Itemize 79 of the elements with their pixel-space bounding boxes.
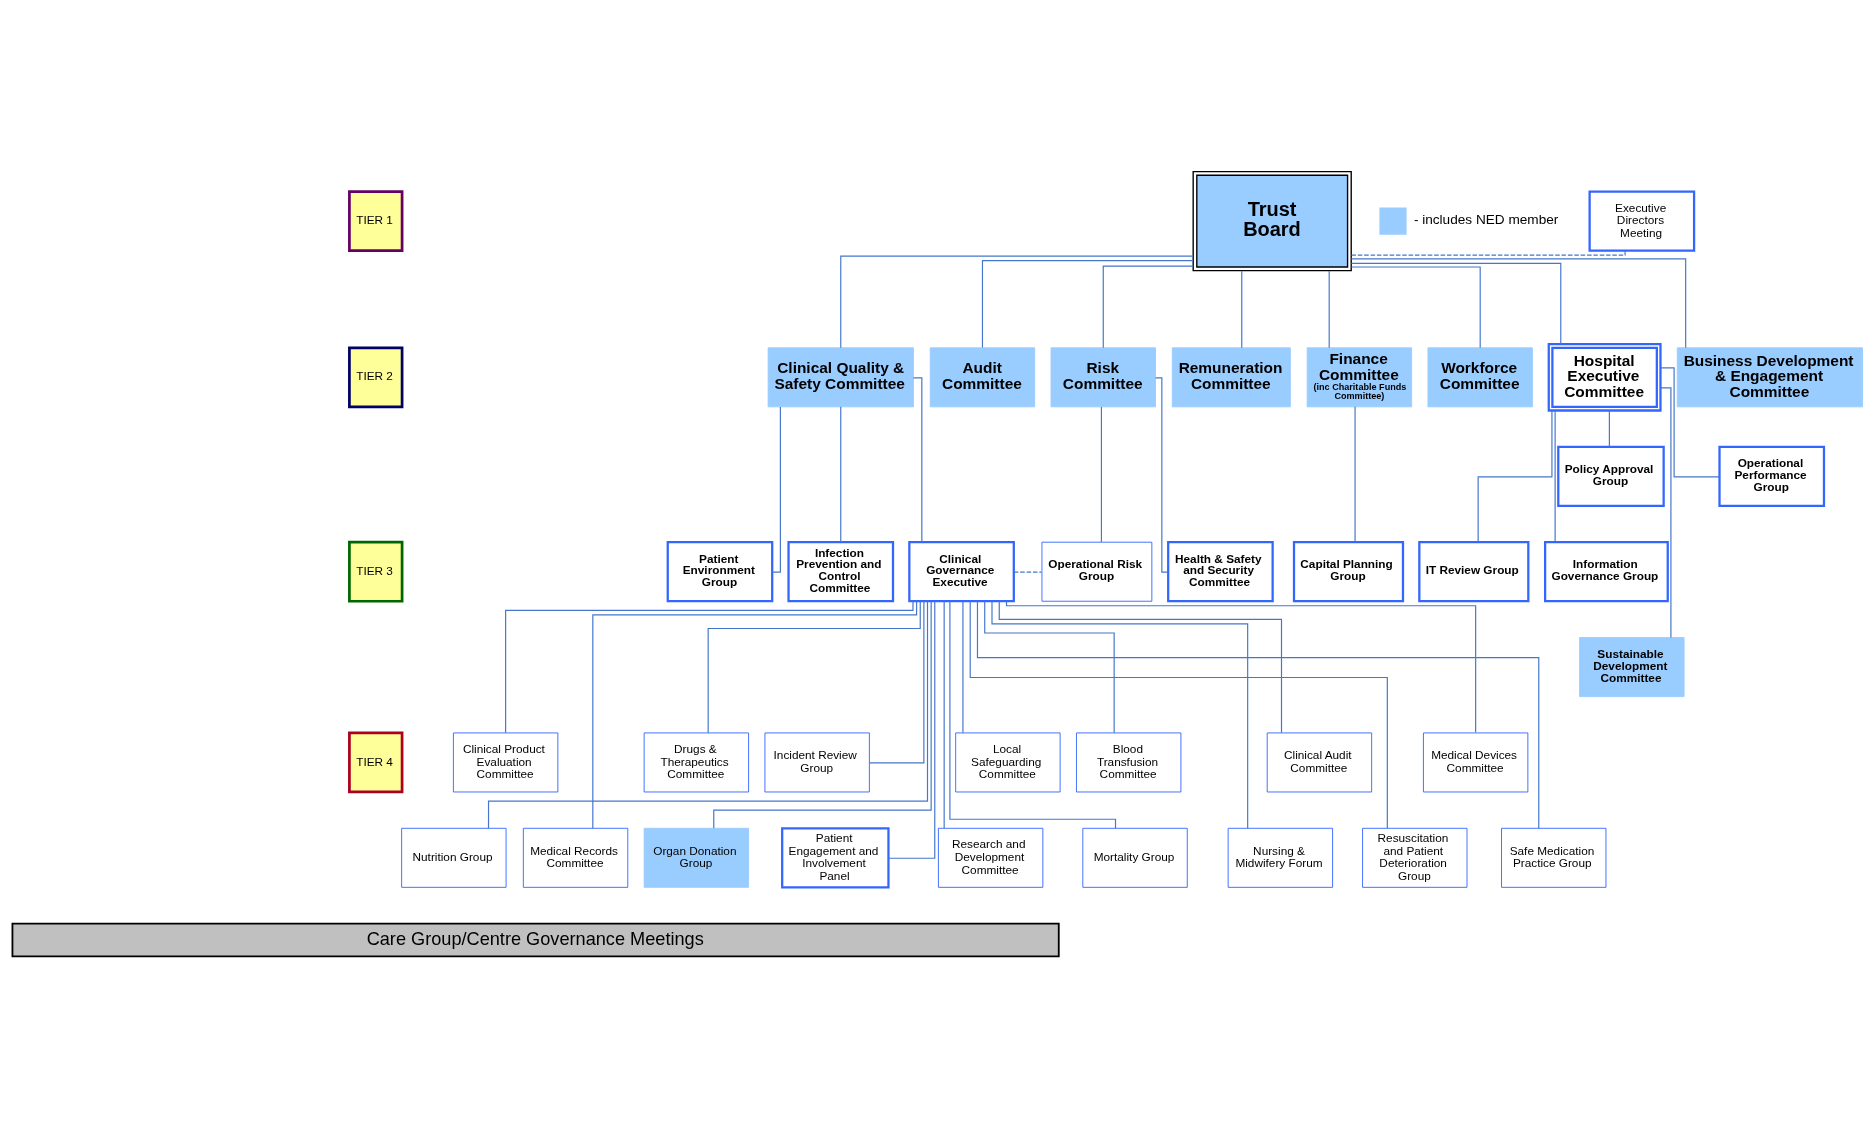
connector: [840, 255, 1194, 348]
connector: [713, 600, 932, 829]
connector: [943, 600, 945, 829]
connector: [1102, 265, 1194, 348]
node-box: Incident Review Group: [764, 732, 870, 792]
connector: [1350, 265, 1481, 348]
connector: [592, 600, 918, 829]
connector: [998, 600, 1283, 733]
connector: [1659, 386, 1672, 638]
node-box: Capital Planning Group: [1292, 540, 1405, 602]
node-box: Nutrition Group: [401, 827, 507, 888]
node-box: Patient Environment Group: [666, 540, 774, 602]
node-box: Blood Transfusion Committee: [1076, 732, 1182, 792]
node-box: Medical Devices Committee: [1422, 732, 1529, 792]
node-box: Patient Engagement and Involvement Panel: [781, 826, 890, 888]
node-box: Remuneration Committee: [1171, 346, 1291, 407]
connector: [869, 600, 925, 763]
node-box: Workforce Committee: [1427, 346, 1533, 407]
node-box: TIER 4: [348, 731, 404, 793]
node-box: Infection Prevention and Control Committee: [787, 540, 895, 602]
node-box: Research and Development Committee: [937, 827, 1044, 888]
node-box: Information Governance Group: [1544, 540, 1669, 602]
node-box: Nursing & Midwifery Forum: [1227, 827, 1334, 888]
connector: [1477, 409, 1553, 543]
connector: [1350, 257, 1687, 348]
connector: [991, 600, 1249, 829]
connector: [1013, 571, 1043, 573]
node-box: Executive Directors Meeting: [1588, 189, 1696, 252]
connector: [887, 600, 936, 859]
connector: [1608, 409, 1610, 447]
connector: [505, 600, 914, 733]
node-box: Clinical Audit Committee: [1266, 732, 1373, 792]
connector: [1100, 405, 1103, 542]
node-box: Drugs & Therapeutics Committee: [643, 732, 750, 792]
connector: [1241, 269, 1243, 348]
connector: [1354, 405, 1356, 542]
connector: [1155, 376, 1169, 573]
node-box: Organ Donation Group: [643, 827, 750, 888]
node-box: Clinical Product Evaluation Committee: [452, 732, 559, 792]
node-box: IT Review Group: [1418, 540, 1530, 602]
connector: [1350, 262, 1562, 345]
connector: [771, 405, 781, 573]
node-box: TIER 2: [348, 345, 404, 408]
connector: [912, 376, 923, 542]
connector: [1660, 366, 1721, 477]
node-box: Sustainable Development Committee: [1579, 636, 1685, 697]
node-box: Safe Medication Practice Group: [1501, 827, 1607, 888]
node-box: Medical Records Committee: [522, 827, 629, 888]
node-box: Risk Committee: [1050, 346, 1156, 407]
connector: [1350, 249, 1626, 256]
connector: [487, 600, 929, 829]
connector: [707, 600, 921, 733]
node-box: Audit Committee: [929, 346, 1036, 407]
connector: [840, 405, 842, 542]
node-box: Finance Committee (inc Charitable Funds Committee): [1306, 346, 1413, 407]
node-box: Health & Safety and Security Committee: [1167, 540, 1274, 602]
node-box: Resuscitation and Patient Deterioration Group: [1362, 827, 1468, 888]
node-box: Hospital Executive Committee: [1547, 342, 1662, 412]
node-box: Local Safeguarding Committee: [955, 732, 1061, 792]
connector: [976, 600, 1540, 829]
node-box: Mortality Group: [1082, 827, 1188, 888]
node-box: Clinical Governance Executive: [908, 540, 1015, 602]
connector: [984, 600, 1115, 733]
connector: [981, 259, 1194, 348]
node-box: Policy Approval Group: [1557, 445, 1665, 507]
connector: [962, 600, 964, 733]
connector: [969, 600, 1388, 829]
node-box: TIER 3: [348, 540, 404, 603]
connector: [1005, 600, 1477, 733]
node-box: Operational Performance Group: [1718, 445, 1826, 507]
node-box: Business Development & Engagement Committee: [1676, 346, 1863, 407]
connector: [949, 600, 1117, 829]
node-box: Care Group/Centre Governance Meetings: [11, 922, 1060, 957]
node-box: Clinical Quality & Safety Committee: [767, 346, 914, 407]
node-box: TIER 1: [348, 189, 404, 252]
legend-label: - includes NED member: [1413, 211, 1559, 227]
node-box: Operational Risk Group: [1041, 541, 1153, 602]
connector: [1328, 269, 1330, 348]
connector: [1554, 409, 1556, 542]
